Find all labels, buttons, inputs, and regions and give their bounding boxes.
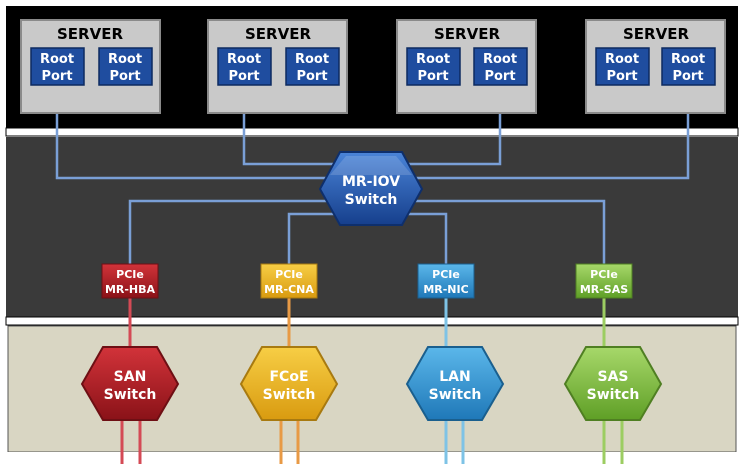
server-title: SERVER [245, 25, 311, 43]
pcie-card-label: MR-NIC [423, 283, 468, 296]
fcoe-switch-shape [239, 346, 339, 421]
link-server1 [55, 83, 330, 180]
san-switch-label: Switch [104, 387, 157, 403]
link-cna [287, 212, 340, 264]
pcie-card-nic: PCIe MR-NIC [417, 263, 475, 299]
sas-switch: SAS Switch [563, 346, 663, 421]
root-port [285, 47, 340, 86]
root-port [98, 47, 153, 86]
link-hba [128, 199, 330, 264]
root-port-label: Root [605, 52, 639, 67]
fcoe-switch-label: Switch [263, 387, 316, 403]
pcie-card-label: MR-SAS [580, 283, 628, 296]
root-port-label: Port [109, 69, 140, 84]
sas-switch-label: SAS [597, 369, 628, 385]
root-port-label: Root [295, 52, 329, 67]
root-port-label: Root [416, 52, 450, 67]
pcie-card-label: PCIe [590, 268, 618, 281]
root-port-label: Root [671, 52, 705, 67]
band-divider-bottom [5, 316, 739, 326]
pcie-card-shape [260, 263, 318, 299]
link-server4 [410, 83, 690, 180]
san-switch: SAN Switch [80, 346, 180, 421]
mr-iov-switch-highlight [330, 156, 412, 175]
root-port-label: Root [227, 52, 261, 67]
pcie-card-sas: PCIe MR-SAS [575, 263, 633, 299]
pcie-card-shape [417, 263, 475, 299]
sas-switch-shape [563, 346, 663, 421]
root-port-label: Port [417, 69, 448, 84]
san-switch-shape [80, 346, 180, 421]
pcie-card-shape [101, 263, 159, 299]
root-port-label: Port [672, 69, 703, 84]
server-4: SERVER Root Port Root Port [585, 19, 726, 114]
fcoe-switch-label: FCoE [269, 369, 308, 385]
link-nic [402, 212, 448, 264]
root-port [661, 47, 716, 86]
fabric-links [120, 298, 624, 464]
pcie-card-label: MR-HBA [105, 283, 156, 296]
server-3: SERVER Root Port Root Port [396, 19, 537, 114]
pcie-card-cna: PCIe MR-CNA [260, 263, 318, 299]
root-port-label: Root [483, 52, 517, 67]
fcoe-switch: FCoE Switch [239, 346, 339, 421]
bottom-strip [6, 452, 738, 464]
pcie-card-label: MR-CNA [264, 283, 314, 296]
root-port [595, 47, 650, 86]
pcie-card-hba: PCIe MR-HBA [101, 263, 159, 299]
mr-iov-switch-shape [318, 151, 424, 226]
lan-switch-label: Switch [429, 387, 482, 403]
lan-switch: LAN Switch [405, 346, 505, 421]
root-port [406, 47, 461, 86]
root-port-label: Port [484, 69, 515, 84]
pcie-card-shape [575, 263, 633, 299]
band-divider-top [5, 127, 739, 137]
pcie-card-label: PCIe [116, 268, 144, 281]
server-title: SERVER [57, 25, 123, 43]
root-port-label: Port [228, 69, 259, 84]
pcie-links [128, 199, 606, 264]
server-title: SERVER [434, 25, 500, 43]
root-port-label: Port [41, 69, 72, 84]
root-port [30, 47, 85, 86]
root-port [473, 47, 528, 86]
mr-iov-switch-label: Switch [345, 192, 398, 208]
root-port [217, 47, 272, 86]
lan-switch-label: LAN [439, 369, 470, 385]
pcie-card-label: PCIe [275, 268, 303, 281]
server-1: SERVER Root Port Root Port [20, 19, 161, 114]
server-2: SERVER Root Port Root Port [207, 19, 348, 114]
root-port-label: Root [40, 52, 74, 67]
pcie-card-label: PCIe [432, 268, 460, 281]
root-port-label: Root [108, 52, 142, 67]
sas-switch-label: Switch [587, 387, 640, 403]
san-switch-label: SAN [114, 369, 147, 385]
link-sas [412, 199, 606, 264]
mr-iov-switch-label: MR-IOV [342, 174, 400, 190]
lan-switch-shape [405, 346, 505, 421]
root-port-label: Port [296, 69, 327, 84]
mr-iov-switch: MR-IOV Switch [318, 151, 424, 226]
root-port-label: Port [606, 69, 637, 84]
server-title: SERVER [623, 25, 689, 43]
